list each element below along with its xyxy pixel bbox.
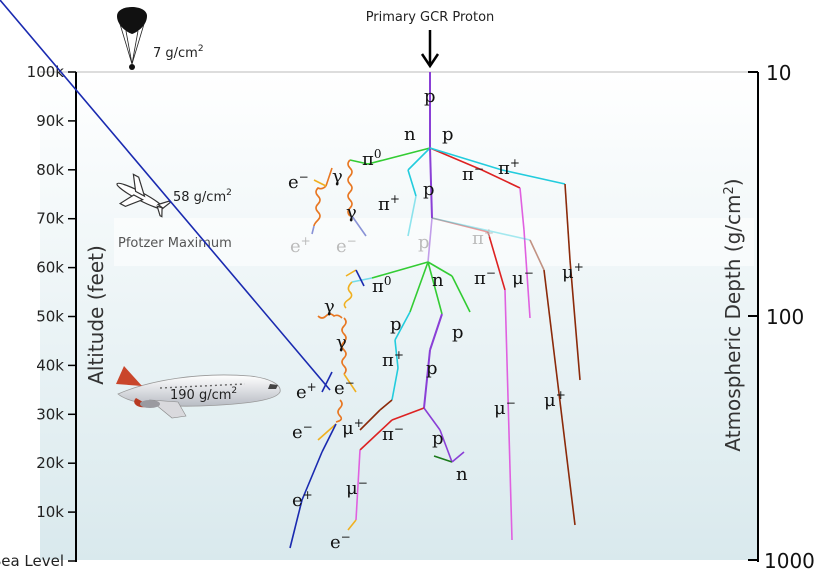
left-axis: 100k 90k 80k 70k 60k 50k 40k 30k 20k 10kSea Level…	[0, 63, 108, 570]
label-pi-minus-2: π−	[474, 266, 496, 289]
label-p-4: p	[390, 314, 402, 335]
label-e-plus-1: e+	[296, 380, 317, 403]
primary-proton-title: Primary GCR Proton	[366, 10, 495, 25]
balloon-icon	[117, 7, 147, 70]
altitude-tick-label: Sea Level	[0, 552, 64, 570]
depth-tick-100: 100	[766, 305, 804, 329]
label-mu-minus-1: μ−	[512, 266, 534, 289]
label-p-1: p	[424, 86, 436, 107]
particle-labels: p n p π0 γ e− γ π+ p π− π+ e+ e− p π+ π0…	[288, 86, 584, 553]
label-gamma-3: γ	[324, 296, 335, 317]
altitude-tick-label: 80k	[36, 161, 64, 179]
label-pi-plus-2: π+	[498, 156, 520, 179]
atmosphere-background	[40, 72, 758, 560]
label-e-minus-faded: e−	[336, 234, 357, 257]
balloon-depth-label: 7 g/cm2	[153, 44, 204, 61]
depth-tick-1000: 1000	[764, 549, 815, 573]
label-p-6: p	[426, 358, 438, 379]
label-e-minus-3: e−	[292, 420, 313, 443]
label-e-minus-4: e−	[330, 530, 351, 553]
label-n-1: n	[404, 124, 416, 145]
label-p-2: p	[442, 124, 454, 145]
airliner-icon	[116, 366, 281, 419]
label-pi-plus-1: π+	[378, 192, 400, 215]
pfotzer-band	[114, 218, 754, 266]
altitude-tick-label: 100k	[27, 63, 65, 81]
label-n-2: n	[432, 270, 444, 291]
depth-tick-10: 10	[766, 61, 791, 85]
altitude-tick-label: 50k	[36, 308, 64, 326]
altitude-tick-label: 60k	[36, 259, 64, 277]
particle-tracks	[0, 0, 581, 549]
label-mu-minus-2: μ−	[494, 396, 516, 419]
pfotzer-maximum-label: Pfotzer Maximum	[118, 236, 232, 251]
label-n-3: n	[456, 464, 468, 485]
label-pi0-2: π0	[372, 274, 391, 297]
label-mu-minus-3: μ−	[346, 476, 368, 499]
right-axis: 10 100 1000 Atmospheric Depth (g/cm2)	[721, 61, 815, 573]
label-e-plus-2: e+	[292, 488, 313, 511]
left-axis-title: Altitude (feet)	[84, 245, 108, 385]
incoming-arrow	[420, 30, 440, 69]
label-mu-plus-2: μ+	[544, 388, 566, 411]
label-p-3: p	[423, 179, 435, 200]
label-gamma-1: γ	[332, 166, 343, 187]
label-e-minus-1: e−	[288, 170, 309, 193]
label-pi-plus-faded: π+	[472, 226, 494, 249]
label-gamma-4: γ	[336, 332, 347, 353]
airliner-depth-label: 190 g/cm2	[170, 386, 237, 403]
altitude-tick-label: 70k	[36, 210, 64, 228]
label-p-faded: p	[418, 232, 430, 253]
bizjet-depth-label: 58 g/cm2	[173, 188, 232, 205]
label-pi-minus-1: π−	[462, 162, 484, 185]
label-pi-plus-3: π+	[382, 348, 404, 371]
label-p-5: p	[452, 322, 464, 343]
label-pi0-1: π0	[362, 147, 381, 170]
label-mu-plus-3: μ+	[342, 416, 364, 439]
altitude-tick-label: 10k	[36, 503, 64, 521]
label-gamma-2: γ	[346, 202, 357, 223]
right-axis-title: Atmospheric Depth (g/cm2)	[721, 178, 745, 451]
label-e-minus-2: e−	[334, 376, 355, 399]
label-mu-plus-1: μ+	[562, 260, 584, 283]
altitude-tick-label: 40k	[36, 356, 64, 374]
label-pi-minus-3: π−	[382, 422, 404, 445]
label-e-plus-faded: e+	[290, 234, 311, 257]
altitude-tick-label: 90k	[36, 112, 64, 130]
altitude-tick-label: 20k	[36, 454, 64, 472]
altitude-tick-label: 30k	[36, 405, 64, 423]
label-p-7: p	[432, 428, 444, 449]
